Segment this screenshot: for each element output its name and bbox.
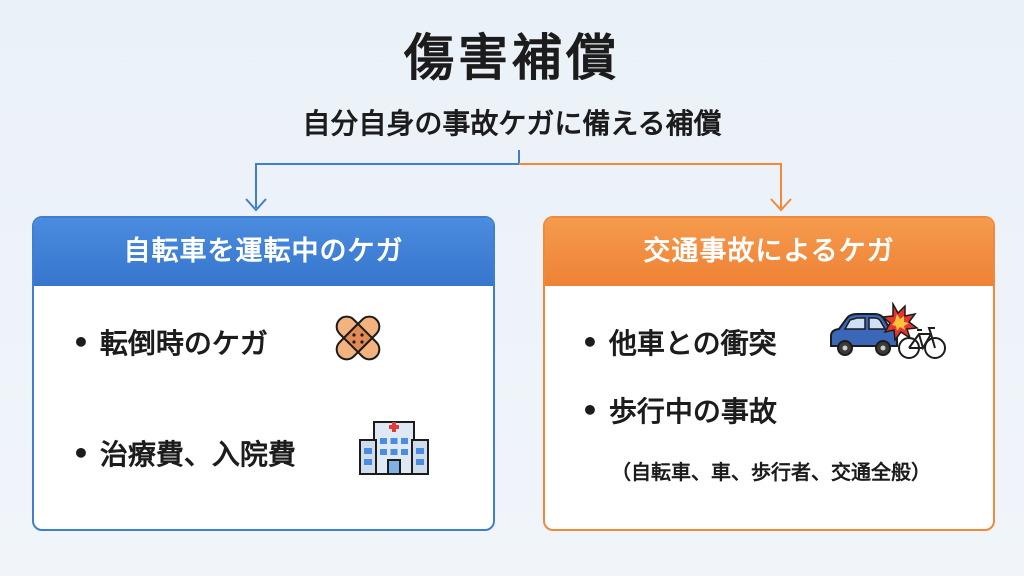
list-item-vehicle-collision: • 他車との衝突 [581, 322, 777, 362]
connector-left-arrowhead [245, 198, 267, 212]
car-bicycle-collision-icon [830, 302, 946, 359]
connector-left-line [255, 150, 520, 208]
list-item-medical-costs: • 治療費、入院費 [72, 433, 296, 473]
bandage-icon [335, 315, 381, 361]
hospital-icon [359, 421, 429, 475]
page-title: 傷害補償 [404, 29, 620, 87]
bullet: • [581, 393, 599, 427]
page-subtitle: 自分自身の事故ケガに備える補償 [302, 107, 722, 140]
panel-cycling-injury: 自転車を運転中のケガ • 転倒時のケガ • 治療費、入院費 [32, 216, 495, 531]
list-item-label: 歩行中の事故 [608, 395, 777, 428]
panel-header-cycling: 自転車を運転中のケガ [34, 218, 493, 286]
bullet: • [72, 436, 90, 470]
list-item-fall-injury: • 転倒時のケガ [72, 322, 268, 362]
list-item-label: 他車との衝突 [608, 327, 777, 360]
list-item-label: 転倒時のケガ [99, 327, 268, 360]
panel-header-traffic: 交通事故によるケガ [545, 218, 993, 286]
note-accident-scope: （自転車、車、歩行者、交通全般） [611, 460, 931, 484]
list-item-pedestrian-accident: • 歩行中の事故 [581, 390, 777, 430]
bullet: • [72, 325, 90, 359]
bullet: • [581, 325, 599, 359]
panel-traffic-accident-injury: 交通事故によるケガ • 他車との衝突 • 歩行中の事故 （自転車、車、歩行者、交… [543, 216, 995, 531]
list-item-label: 治療費、入院費 [99, 438, 296, 471]
connector-right-arrowhead [770, 198, 792, 212]
connector-right-line [519, 163, 782, 208]
